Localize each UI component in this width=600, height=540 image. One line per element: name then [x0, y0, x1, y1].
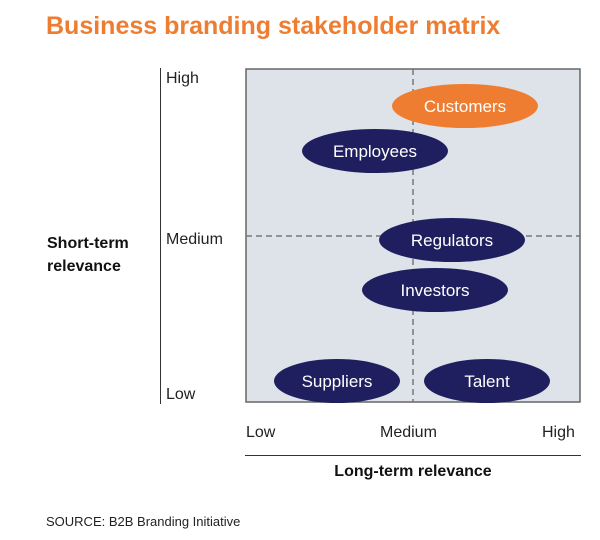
bubble-talent-label: Talent — [464, 372, 510, 391]
y-axis-label-line1: Short-term — [47, 235, 129, 252]
y-axis-line — [160, 68, 161, 404]
x-axis-line — [245, 455, 581, 456]
bubble-employees-shape — [302, 129, 448, 173]
y-tick-high: High — [166, 70, 199, 87]
x-tick-high: High — [542, 424, 575, 441]
bubble-customers-shape — [392, 84, 538, 128]
y-tick-low: Low — [166, 386, 196, 403]
y-axis-label-line2: relevance — [47, 258, 121, 275]
bubble-talent: Talent — [424, 359, 550, 403]
bubble-talent-shape — [424, 359, 550, 403]
bubble-employees: Employees — [302, 129, 448, 173]
bubble-suppliers: Suppliers — [274, 359, 400, 403]
bubble-investors-shape — [362, 268, 508, 312]
bubble-regulators-shape — [379, 218, 525, 262]
x-tick-low: Low — [246, 424, 276, 441]
x-tick-medium: Medium — [380, 424, 437, 441]
bubble-investors: Investors — [362, 268, 508, 312]
bubble-customers: Customers — [392, 84, 538, 128]
page-title: Business branding stakeholder matrix — [46, 12, 501, 40]
y-axis-label: Short-term relevance — [47, 232, 129, 278]
bubble-suppliers-label: Suppliers — [302, 372, 373, 391]
x-axis-label: Long-term relevance — [334, 463, 492, 480]
source-note: SOURCE: B2B Branding Initiative — [46, 514, 241, 529]
bubble-regulators-label: Regulators — [411, 231, 493, 250]
y-tick-medium: Medium — [166, 231, 223, 248]
bubble-customers-label: Customers — [424, 97, 506, 116]
bubble-suppliers-shape — [274, 359, 400, 403]
bubble-investors-label: Investors — [401, 281, 470, 300]
bubble-regulators: Regulators — [379, 218, 525, 262]
bubble-employees-label: Employees — [333, 142, 417, 161]
